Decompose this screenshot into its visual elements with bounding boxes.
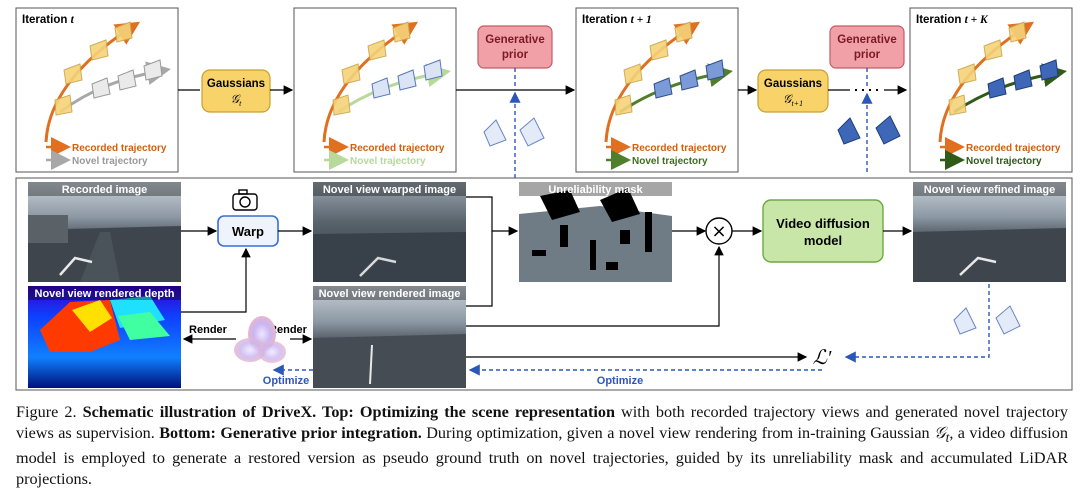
video-diffusion-model-box: Video diffusion model bbox=[762, 199, 884, 263]
svg-text:Video diffusion: Video diffusion bbox=[776, 216, 870, 231]
multiply-node: × bbox=[705, 217, 733, 245]
warped-image: Novel view warped image bbox=[313, 182, 466, 282]
svg-text:Render: Render bbox=[189, 324, 228, 336]
svg-text:Gaussians: Gaussians bbox=[207, 78, 265, 90]
svg-text:Novel view rendered image: Novel view rendered image bbox=[319, 288, 461, 300]
panel-optimized: Recorded trajectory Novel trajectory bbox=[293, 7, 457, 173]
panel-iteration-t-plus-1: Iteration t + 1 Recorded trajectory Nove… bbox=[575, 7, 739, 173]
camera-icon bbox=[232, 189, 258, 211]
svg-text:Novel view refined image: Novel view refined image bbox=[924, 184, 1055, 196]
svg-text:Unreliability mask: Unreliability mask bbox=[548, 184, 643, 196]
panel-iteration-t-plus-k: Iteration t + K Recorded trajectory Nove… bbox=[909, 7, 1073, 173]
svg-text:Generative: Generative bbox=[837, 34, 896, 46]
drivex-diagram: Iteration t Recorded trajectory Novel tr… bbox=[15, 7, 1073, 391]
svg-text:Generative: Generative bbox=[485, 34, 544, 46]
gaussians-box-1: Gaussians 𝒢t bbox=[201, 69, 271, 113]
svg-text:Recorded trajectory: Recorded trajectory bbox=[72, 143, 167, 154]
svg-text:Novel view warped image: Novel view warped image bbox=[323, 184, 456, 196]
svg-text:Gaussians: Gaussians bbox=[764, 78, 822, 90]
camera-frustum-icon bbox=[953, 305, 1021, 335]
recorded-image: Recorded image bbox=[28, 182, 181, 282]
svg-text:Optimize: Optimize bbox=[597, 375, 643, 387]
svg-text:𝒢t: 𝒢t bbox=[231, 92, 243, 108]
svg-text:Recorded trajectory: Recorded trajectory bbox=[632, 143, 727, 154]
rendered-depth-image: Novel view rendered depth bbox=[28, 286, 181, 388]
svg-text:×: × bbox=[711, 221, 726, 242]
panel-title: Iteration t + 1 bbox=[582, 14, 652, 26]
generative-prior-box-1: Generative prior bbox=[477, 25, 553, 69]
panel-title: Iteration t bbox=[22, 14, 75, 26]
panel-title: Iteration t + K bbox=[916, 14, 989, 26]
camera-frustum-icon bbox=[837, 115, 901, 145]
svg-text:Recorded trajectory: Recorded trajectory bbox=[966, 143, 1061, 154]
svg-text:Novel trajectory: Novel trajectory bbox=[350, 156, 426, 167]
svg-text:Novel trajectory: Novel trajectory bbox=[632, 156, 708, 167]
svg-text:Novel trajectory: Novel trajectory bbox=[72, 156, 148, 167]
svg-text:Novel trajectory: Novel trajectory bbox=[966, 156, 1042, 167]
rendered-image: Novel view rendered image bbox=[313, 286, 466, 388]
svg-text:Novel view rendered depth: Novel view rendered depth bbox=[35, 288, 175, 300]
figure-caption: Figure 2. Schematic illustration of Driv… bbox=[16, 403, 1069, 489]
svg-text:model: model bbox=[804, 233, 842, 248]
svg-text:prior: prior bbox=[502, 49, 529, 61]
svg-text:Render: Render bbox=[269, 324, 308, 336]
gaussian-blob-icon bbox=[234, 316, 286, 363]
svg-text:𝒢t+1: 𝒢t+1 bbox=[783, 92, 803, 108]
generative-prior-box-2: Generative prior bbox=[829, 25, 905, 69]
unreliability-mask: Unreliability mask bbox=[519, 182, 672, 282]
refined-image: Novel view refined image bbox=[913, 182, 1066, 282]
panel-iteration-t: Iteration t Recorded trajectory Novel tr… bbox=[15, 7, 179, 173]
warp-box: Warp bbox=[217, 215, 279, 247]
gaussians-box-2: Gaussians 𝒢t+1 bbox=[757, 69, 829, 113]
svg-text:Warp: Warp bbox=[232, 224, 264, 239]
svg-text:Optimize: Optimize bbox=[263, 375, 309, 387]
svg-text:Recorded image: Recorded image bbox=[62, 184, 148, 196]
loss-symbol: ℒ′ bbox=[813, 347, 832, 369]
camera-frustum-icon bbox=[483, 117, 545, 147]
svg-text:Recorded trajectory: Recorded trajectory bbox=[350, 143, 445, 154]
svg-text:prior: prior bbox=[854, 49, 881, 61]
